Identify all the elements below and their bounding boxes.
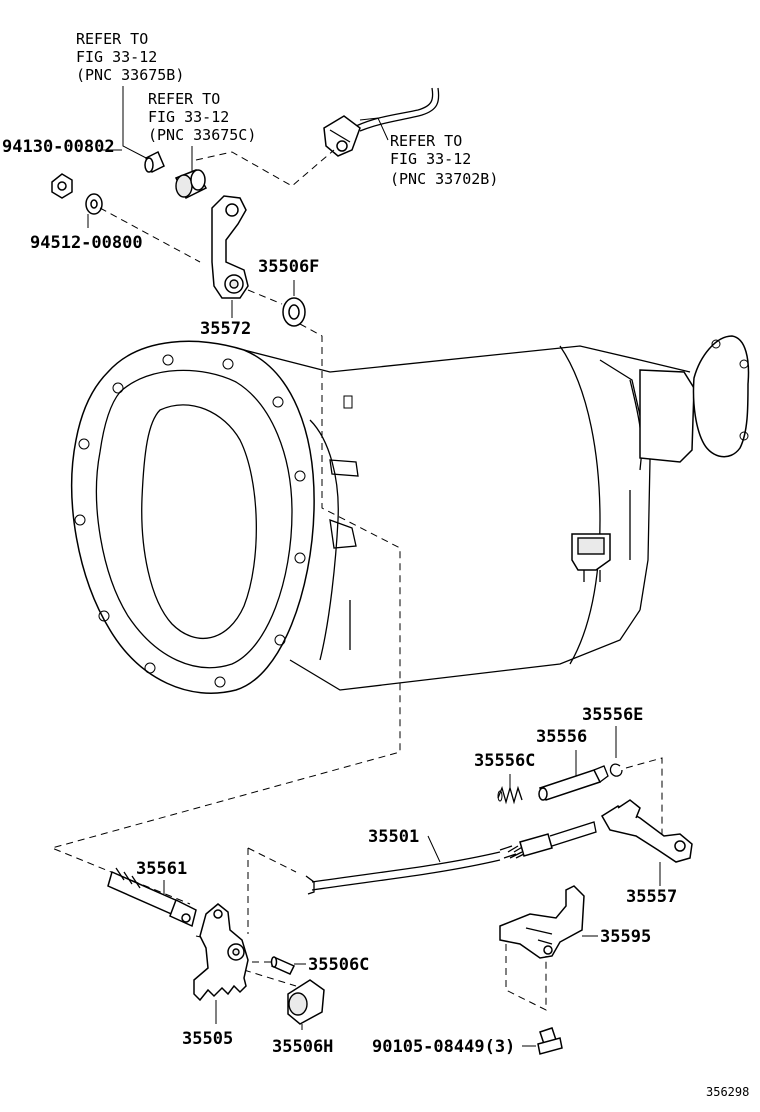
shaft-boss: [329, 519, 357, 549]
e-clip-35556e: [609, 763, 623, 777]
bracket-35557: [600, 799, 693, 863]
case-contour: [309, 419, 339, 661]
part-number-label: 35557: [626, 887, 677, 907]
part-number-label: 35595: [600, 927, 651, 947]
part-number-label: 35572: [200, 319, 251, 339]
torque-converter-opening: [141, 404, 257, 639]
bushing-small: [144, 150, 165, 174]
bolt-90105: [537, 1027, 563, 1055]
reference-label-line: FIG 33-12: [390, 150, 471, 168]
part-number-label: 35501: [368, 827, 419, 847]
shift-cable-end: [359, 87, 440, 132]
pin-35556: [538, 765, 609, 801]
case-contour: [559, 345, 601, 665]
reference-label-line: (PNC 33675C): [148, 126, 256, 144]
bell-housing-inner: [95, 369, 293, 669]
bolt-hole: [272, 396, 284, 408]
oil-seal-35506f: [282, 297, 306, 327]
cable-clevis: [323, 115, 361, 157]
assembly-dash-line: [50, 323, 401, 905]
figure-id: 356298: [706, 1085, 749, 1099]
part-number-label: 35556C: [474, 751, 535, 771]
assembly-dash-line: [247, 847, 297, 934]
collar-35506h: [287, 979, 325, 1025]
part-number-label: 35506C: [308, 955, 369, 975]
case-contour: [599, 359, 651, 611]
transmission-assembly: [71, 335, 750, 694]
part-number-label: 94130-00802: [2, 137, 115, 157]
extension-housing: [639, 369, 695, 463]
assembly-dash-line: [625, 757, 663, 840]
spring-pin-35506c: [270, 956, 296, 975]
reference-label-line: (PNC 33675B): [76, 66, 184, 84]
bolt-hole: [144, 662, 156, 674]
bolt-hole: [222, 358, 234, 370]
assembly-dash-line: [247, 289, 283, 305]
bolt-hole: [294, 470, 306, 482]
switch-block-detail: [577, 537, 605, 555]
reference-label-33675b: REFER TO FIG 33-12 (PNC 33675B): [76, 30, 184, 84]
leader-line: [427, 835, 441, 863]
bolt-hole: [274, 634, 286, 646]
flange-bolt-hole: [739, 359, 749, 369]
reference-label-line: REFER TO: [76, 30, 148, 48]
bell-housing: [71, 340, 315, 694]
reference-label-line: FIG 33-12: [148, 108, 229, 126]
part-number-label: 35506F: [258, 257, 319, 277]
nut-94130: [51, 173, 73, 199]
case-tab: [343, 395, 353, 409]
manual-valve-shaft-35561: [107, 867, 197, 928]
part-number-label: 35556E: [582, 705, 643, 725]
bolt-hole: [74, 514, 86, 526]
reference-label-line: REFER TO: [148, 90, 220, 108]
case-top-edge: [243, 345, 691, 373]
part-number-label: 35505: [182, 1029, 233, 1049]
leader-line: [122, 86, 151, 161]
reference-label-line: REFER TO: [390, 132, 462, 150]
spring-35556c: [497, 785, 523, 805]
bolt-hole: [294, 552, 306, 564]
reference-label-33702b: REFER TO FIG 33-12 (PNC 33702B): [390, 132, 498, 188]
bushing-large: [174, 169, 208, 200]
bolt-hole: [214, 676, 226, 688]
part-number-label: 90105-08449(3): [372, 1037, 515, 1057]
part-number-label: 35556: [536, 727, 587, 747]
reference-label-line: (PNC 33702B): [390, 170, 498, 188]
detent-plate-35505: [193, 903, 249, 1002]
part-number-label: 35506H: [272, 1037, 333, 1057]
case-bottom-edge: [289, 609, 641, 691]
shaft-boss: [329, 459, 359, 477]
flange-bolt-hole: [739, 431, 749, 441]
cable-35501: [305, 821, 597, 895]
bolt-hole: [112, 382, 124, 394]
bolt-hole: [162, 354, 174, 366]
shift-cable-end: [355, 87, 434, 127]
assembly-dash-line: [195, 149, 335, 187]
assembly-dash-line: [243, 961, 297, 987]
bracket-35595: [499, 885, 585, 959]
flange-bolt-hole: [711, 339, 721, 349]
washer-94512: [85, 193, 103, 215]
bolt-hole: [98, 610, 110, 622]
part-number-label: 35561: [136, 859, 187, 879]
part-number-label: 94512-00800: [30, 233, 143, 253]
shift-lever-35572: [211, 195, 249, 299]
switch-block-pins: [583, 570, 601, 582]
assembly-dash-line: [99, 207, 201, 263]
bolt-hole: [78, 438, 90, 450]
output-flange: [692, 335, 750, 458]
reference-label-33675c: REFER TO FIG 33-12 (PNC 33675C): [148, 90, 256, 144]
reference-label-line: FIG 33-12: [76, 48, 157, 66]
